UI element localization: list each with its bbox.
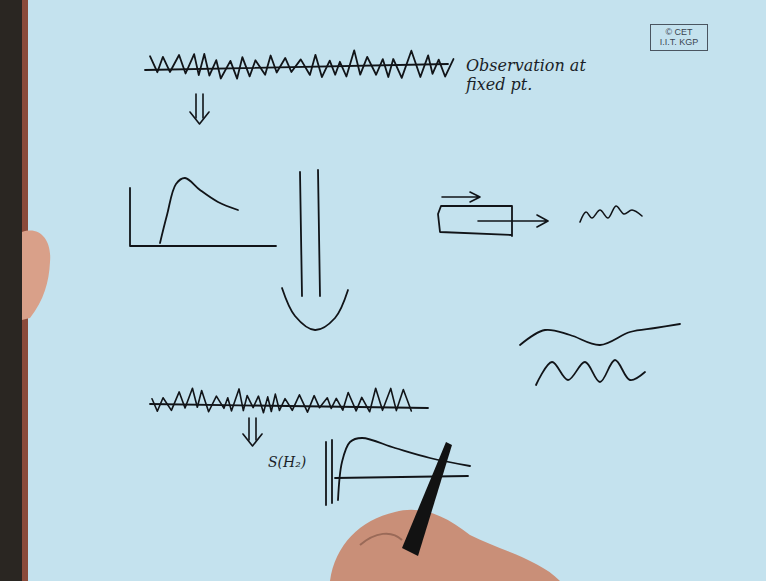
- random-signal: [152, 388, 411, 412]
- random-signal: [150, 50, 453, 78]
- flow-arrow: [442, 192, 480, 202]
- hand: [330, 510, 560, 581]
- spectrum-curve: [160, 178, 238, 243]
- spectrum-axis: [335, 476, 468, 478]
- spectrum-axes: [130, 188, 276, 246]
- watermark-text: © CET I.I.T. KGP: [656, 27, 702, 48]
- implies-arrow: [196, 94, 203, 118]
- implies-arrow-head: [190, 112, 209, 124]
- big-arrow-head: [282, 288, 348, 330]
- small-signal: [580, 206, 642, 222]
- hand-crease: [360, 534, 402, 545]
- short-wave: [536, 360, 645, 385]
- watermark-box: © CET I.I.T. KGP: [650, 24, 708, 51]
- flow-arrow: [478, 215, 548, 227]
- board-edge: [0, 0, 22, 581]
- handwritten-note: Observation at fixed pt.: [466, 56, 616, 94]
- hand: [22, 231, 50, 320]
- big-arrow-shaft: [300, 170, 320, 296]
- implies-arrow: [249, 418, 256, 440]
- pen: [402, 442, 452, 556]
- implies-arrow-head: [243, 434, 262, 446]
- spectrum-axis: [326, 440, 332, 505]
- spectrum-label: S(H₂): [268, 454, 322, 470]
- long-wave: [520, 324, 680, 345]
